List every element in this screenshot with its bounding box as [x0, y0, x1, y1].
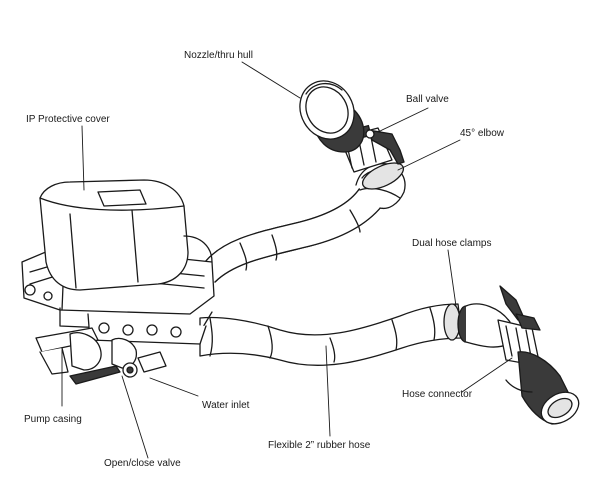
label-ball-valve: Ball valve — [406, 94, 449, 105]
label-dual-hose-clamps: Dual hose clamps — [412, 238, 491, 249]
label-flexible-rubber-hose: Flexible 2” rubber hose — [268, 440, 371, 451]
label-nozzle-thru-hull: Nozzle/thru hull — [184, 50, 253, 61]
leader-lines — [61, 61, 513, 459]
open-close-valve — [69, 351, 167, 385]
label-pump-casing: Pump casing — [24, 414, 82, 425]
upper-hose — [204, 187, 386, 283]
lower-hose — [199, 303, 463, 366]
nozzle-thru-hull — [299, 80, 365, 153]
label-45-elbow: 45° elbow — [460, 128, 505, 139]
label-hose-connector: Hose connector — [402, 389, 473, 400]
label-ip-protective-cover: IP Protective cover — [26, 114, 110, 125]
hose-connector-valve — [497, 285, 580, 425]
label-water-inlet: Water inlet — [202, 400, 250, 411]
elbow-45 — [355, 162, 406, 210]
ip-protective-cover — [39, 179, 213, 291]
pump-casing — [35, 327, 138, 375]
dual-hose-clamps — [443, 303, 511, 348]
label-open-close-valve: Open/close valve — [104, 458, 181, 469]
